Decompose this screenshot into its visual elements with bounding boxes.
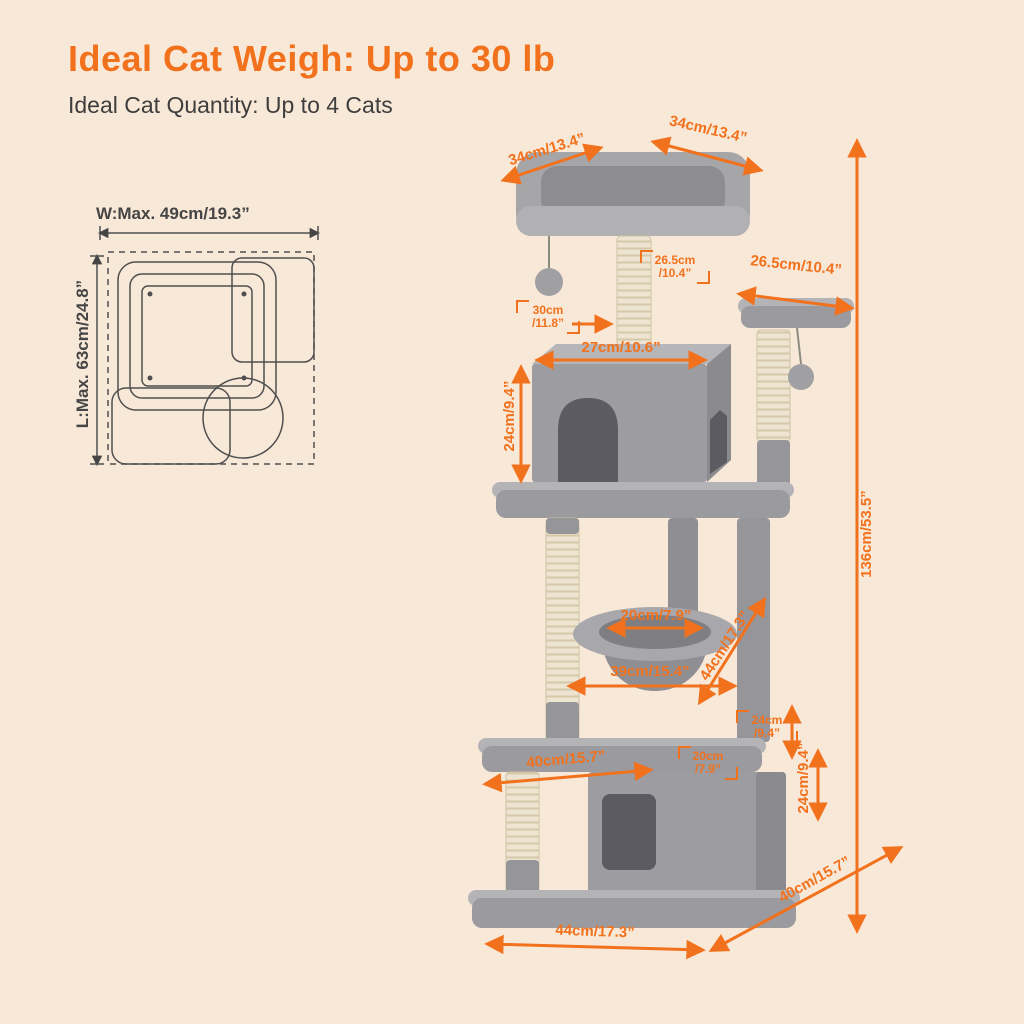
bottom-condo-opening [602, 794, 656, 870]
dim-basket-inner: 20cm/7.9” [620, 607, 692, 624]
page-subtitle: Ideal Cat Quantity: Up to 4 Cats [68, 92, 393, 118]
dim-basket-outer: 39cm/15.4” [610, 663, 690, 680]
dim-section-24-a: 24cm /9.4” [736, 710, 798, 744]
dim-condo-height: 24cm/9.4” [500, 380, 518, 452]
dim-condo-width: 27cm/10.6” [581, 339, 661, 356]
page-title: Ideal Cat Weigh: Up to 30 lb [68, 38, 556, 79]
dimension-arrows [482, 136, 904, 960]
dim-post-30: 30cm /11.8” [516, 300, 580, 334]
condo-arch-opening [558, 398, 618, 482]
dim-section-20: 20cm /7.9” [678, 746, 738, 780]
footprint-length-label: L:Max. 63cm/24.8” [73, 279, 92, 429]
footprint-diagram [90, 226, 321, 467]
dim-total-height: 136cm/53.5” [857, 490, 875, 578]
pom-ball-right [788, 364, 814, 390]
pom-ball-left [535, 268, 563, 296]
dim-section-24-b: 24cm/9.4” [794, 742, 812, 814]
dim-perch-depth: 26.5cm /10.4” [640, 250, 710, 284]
footprint-width-label: W:Max. 49cm/19.3” [96, 204, 250, 223]
